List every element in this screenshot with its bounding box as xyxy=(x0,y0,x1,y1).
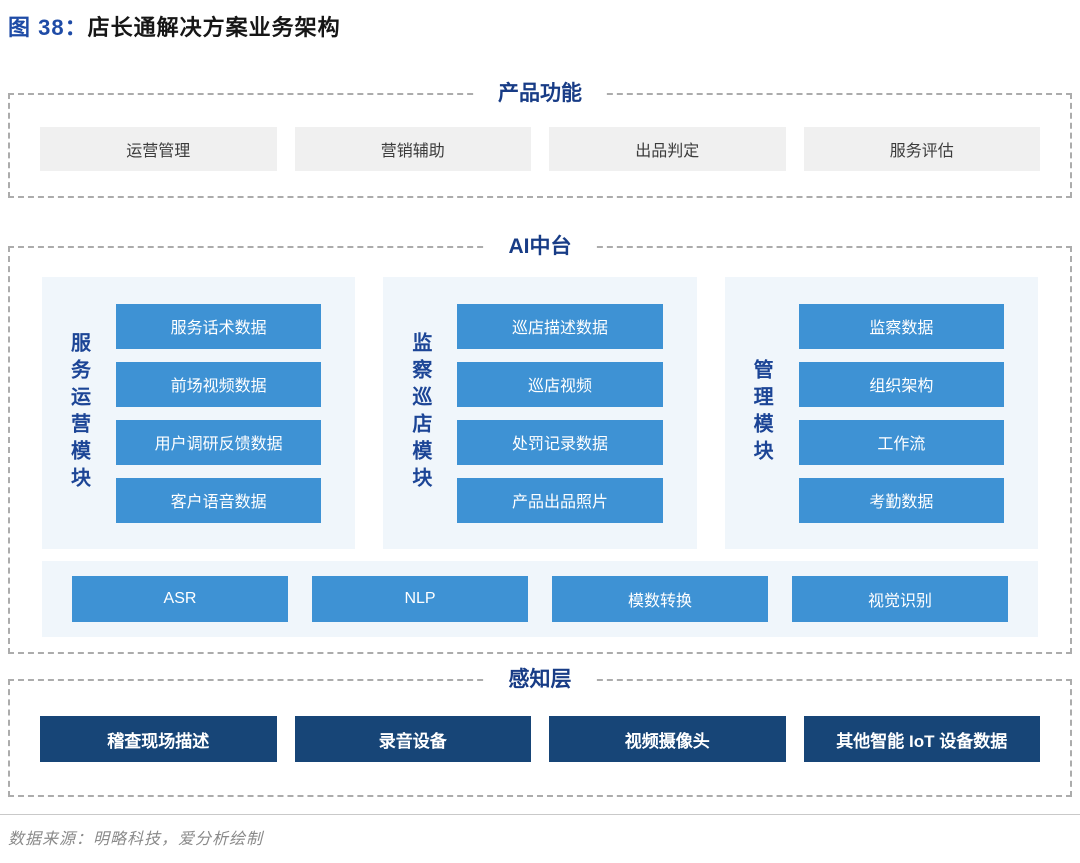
data-item-box: 处罚记录数据 xyxy=(457,419,663,465)
ai-modules-row: 服务运营模块 服务话术数据 前场视频数据 用户调研反馈数据 客户语音数据 监察巡… xyxy=(10,277,1070,549)
capability-box: ASR xyxy=(72,576,288,622)
module-label-text: 监察巡店模块 xyxy=(408,332,431,494)
data-item-box: 组织架构 xyxy=(798,361,1004,407)
product-feature-box: 运营管理 xyxy=(40,127,277,171)
module-label-text: 管理模块 xyxy=(750,359,773,467)
capability-box: 视觉识别 xyxy=(792,576,1008,622)
data-item-box: 考勤数据 xyxy=(798,477,1004,523)
data-item-box: 服务话术数据 xyxy=(116,303,322,349)
data-item-box: 客户语音数据 xyxy=(116,477,322,523)
perception-device-box: 视频摄像头 xyxy=(549,716,786,762)
perception-layer-row: 稽查现场描述 录音设备 视频摄像头 其他智能 IoT 设备数据 xyxy=(10,716,1070,762)
section-perception-layer: 感知层 稽查现场描述 录音设备 视频摄像头 其他智能 IoT 设备数据 xyxy=(8,665,1072,797)
data-item-box: 监察数据 xyxy=(798,303,1004,349)
module-items: 服务话术数据 前场视频数据 用户调研反馈数据 客户语音数据 xyxy=(116,277,355,549)
figure-title-text: 店长通解决方案业务架构 xyxy=(87,15,341,40)
product-feature-box: 服务评估 xyxy=(803,127,1040,171)
module-items: 监察数据 组织架构 工作流 考勤数据 xyxy=(798,277,1038,549)
module-panel-inspection-patrol: 监察巡店模块 巡店描述数据 巡店视频 处罚记录数据 产品出品照片 xyxy=(383,277,697,549)
data-item-box: 产品出品照片 xyxy=(457,477,663,523)
module-items: 巡店描述数据 巡店视频 处罚记录数据 产品出品照片 xyxy=(457,277,696,549)
perception-device-box: 稽查现场描述 xyxy=(40,716,277,762)
module-panel-management: 管理模块 监察数据 组织架构 工作流 考勤数据 xyxy=(724,277,1038,549)
capability-box: 模数转换 xyxy=(552,576,768,622)
section-product-features: 产品功能 运营管理 营销辅助 出品判定 服务评估 xyxy=(8,79,1072,198)
data-item-box: 巡店视频 xyxy=(457,361,663,407)
section-title-perception-layer: 感知层 xyxy=(484,665,596,695)
figure-number-label: 图 38： xyxy=(8,15,88,40)
ai-capabilities-strip: ASR NLP 模数转换 视觉识别 xyxy=(42,561,1038,637)
section-ai-platform: AI中台 服务运营模块 服务话术数据 前场视频数据 用户调研反馈数据 客户语音数… xyxy=(8,232,1072,654)
section-title-ai-platform: AI中台 xyxy=(484,232,596,262)
section-title-product-features: 产品功能 xyxy=(474,79,606,109)
product-features-row: 运营管理 营销辅助 出品判定 服务评估 xyxy=(10,127,1070,171)
data-source-note: 数据来源：明略科技，爱分析绘制 xyxy=(8,831,264,848)
perception-device-box: 其他智能 IoT 设备数据 xyxy=(803,716,1040,762)
module-label-text: 服务运营模块 xyxy=(67,332,90,494)
product-feature-box: 出品判定 xyxy=(549,127,786,171)
data-item-box: 巡店描述数据 xyxy=(457,303,663,349)
module-label: 服务运营模块 xyxy=(42,277,116,549)
data-item-box: 前场视频数据 xyxy=(116,361,322,407)
data-item-box: 用户调研反馈数据 xyxy=(116,419,322,465)
footer-divider xyxy=(0,814,1080,815)
data-item-box: 工作流 xyxy=(798,419,1004,465)
product-feature-box: 营销辅助 xyxy=(294,127,531,171)
module-label: 监察巡店模块 xyxy=(383,277,457,549)
module-panel-service-operation: 服务运营模块 服务话术数据 前场视频数据 用户调研反馈数据 客户语音数据 xyxy=(42,277,356,549)
perception-device-box: 录音设备 xyxy=(294,716,531,762)
capability-box: NLP xyxy=(312,576,528,622)
figure-title: 图 38：店长通解决方案业务架构 xyxy=(8,10,1080,42)
module-label: 管理模块 xyxy=(725,277,799,549)
